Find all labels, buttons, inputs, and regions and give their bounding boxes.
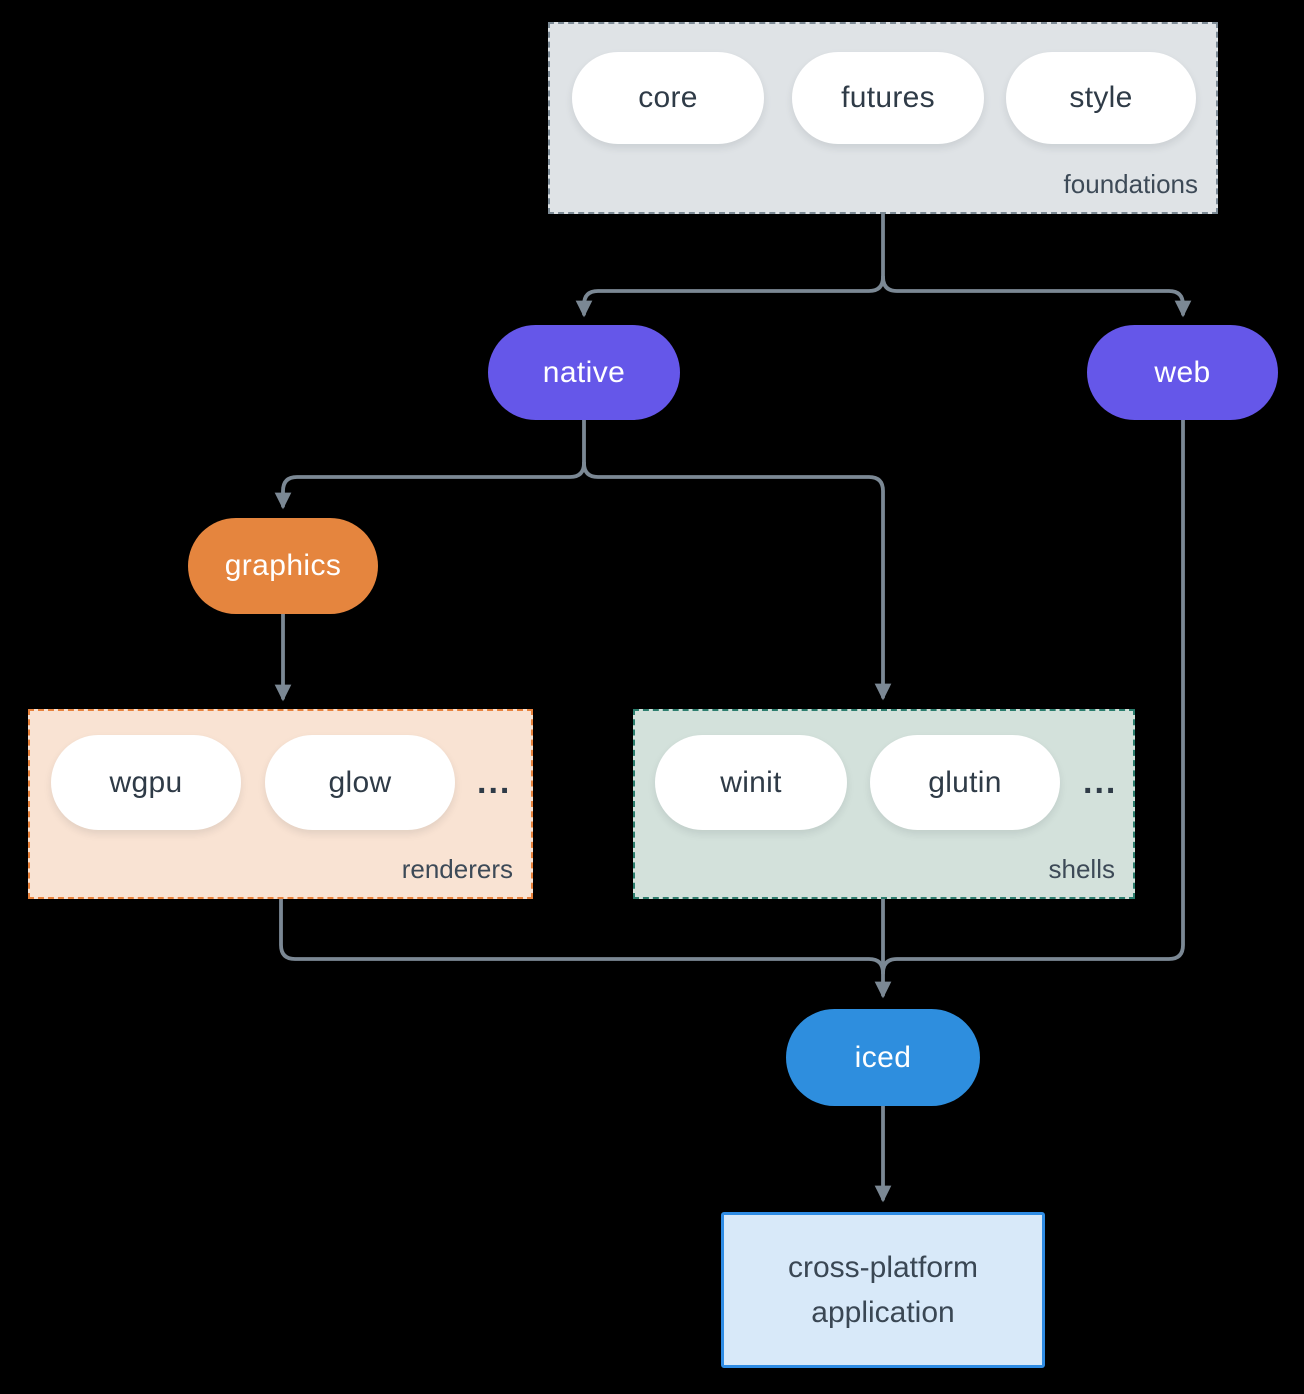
pill-style: style	[1006, 52, 1196, 144]
pill-core: core	[572, 52, 764, 144]
node-graphics: graphics	[188, 518, 378, 614]
pill-winit: winit	[655, 735, 847, 830]
app-label-line2: application	[811, 1296, 955, 1329]
edge-renderers-to-merge	[279, 897, 885, 975]
node-native: native	[488, 325, 680, 420]
node-iced: iced	[786, 1009, 980, 1106]
shells-label: shells	[1048, 854, 1115, 884]
pill-futures: futures	[792, 52, 984, 144]
pill-glow: glow	[265, 735, 455, 830]
pill-glutin: glutin	[870, 735, 1060, 830]
cross-platform-application-box: cross-platform application	[721, 1212, 1045, 1368]
renderers-label: renderers	[401, 854, 513, 884]
foundations-group: core futures style foundations	[548, 22, 1218, 214]
app-label-line1: cross-platform	[787, 1251, 979, 1284]
pill-wgpu: wgpu	[51, 735, 241, 830]
shells-ellipsis: ...	[1083, 763, 1118, 801]
edge-foundations-to-native	[575, 275, 885, 318]
renderers-group: wgpu glow ... renderers	[28, 709, 533, 899]
node-web: web	[1087, 325, 1278, 420]
edge-native-to-shells	[582, 461, 892, 701]
edge-foundations-to-web	[881, 275, 1192, 318]
renderers-ellipsis: ...	[477, 763, 512, 801]
edge-native-to-graphics	[274, 461, 586, 510]
shells-group: winit glutin ... shells	[633, 709, 1135, 899]
foundations-label: foundations	[1063, 169, 1198, 199]
